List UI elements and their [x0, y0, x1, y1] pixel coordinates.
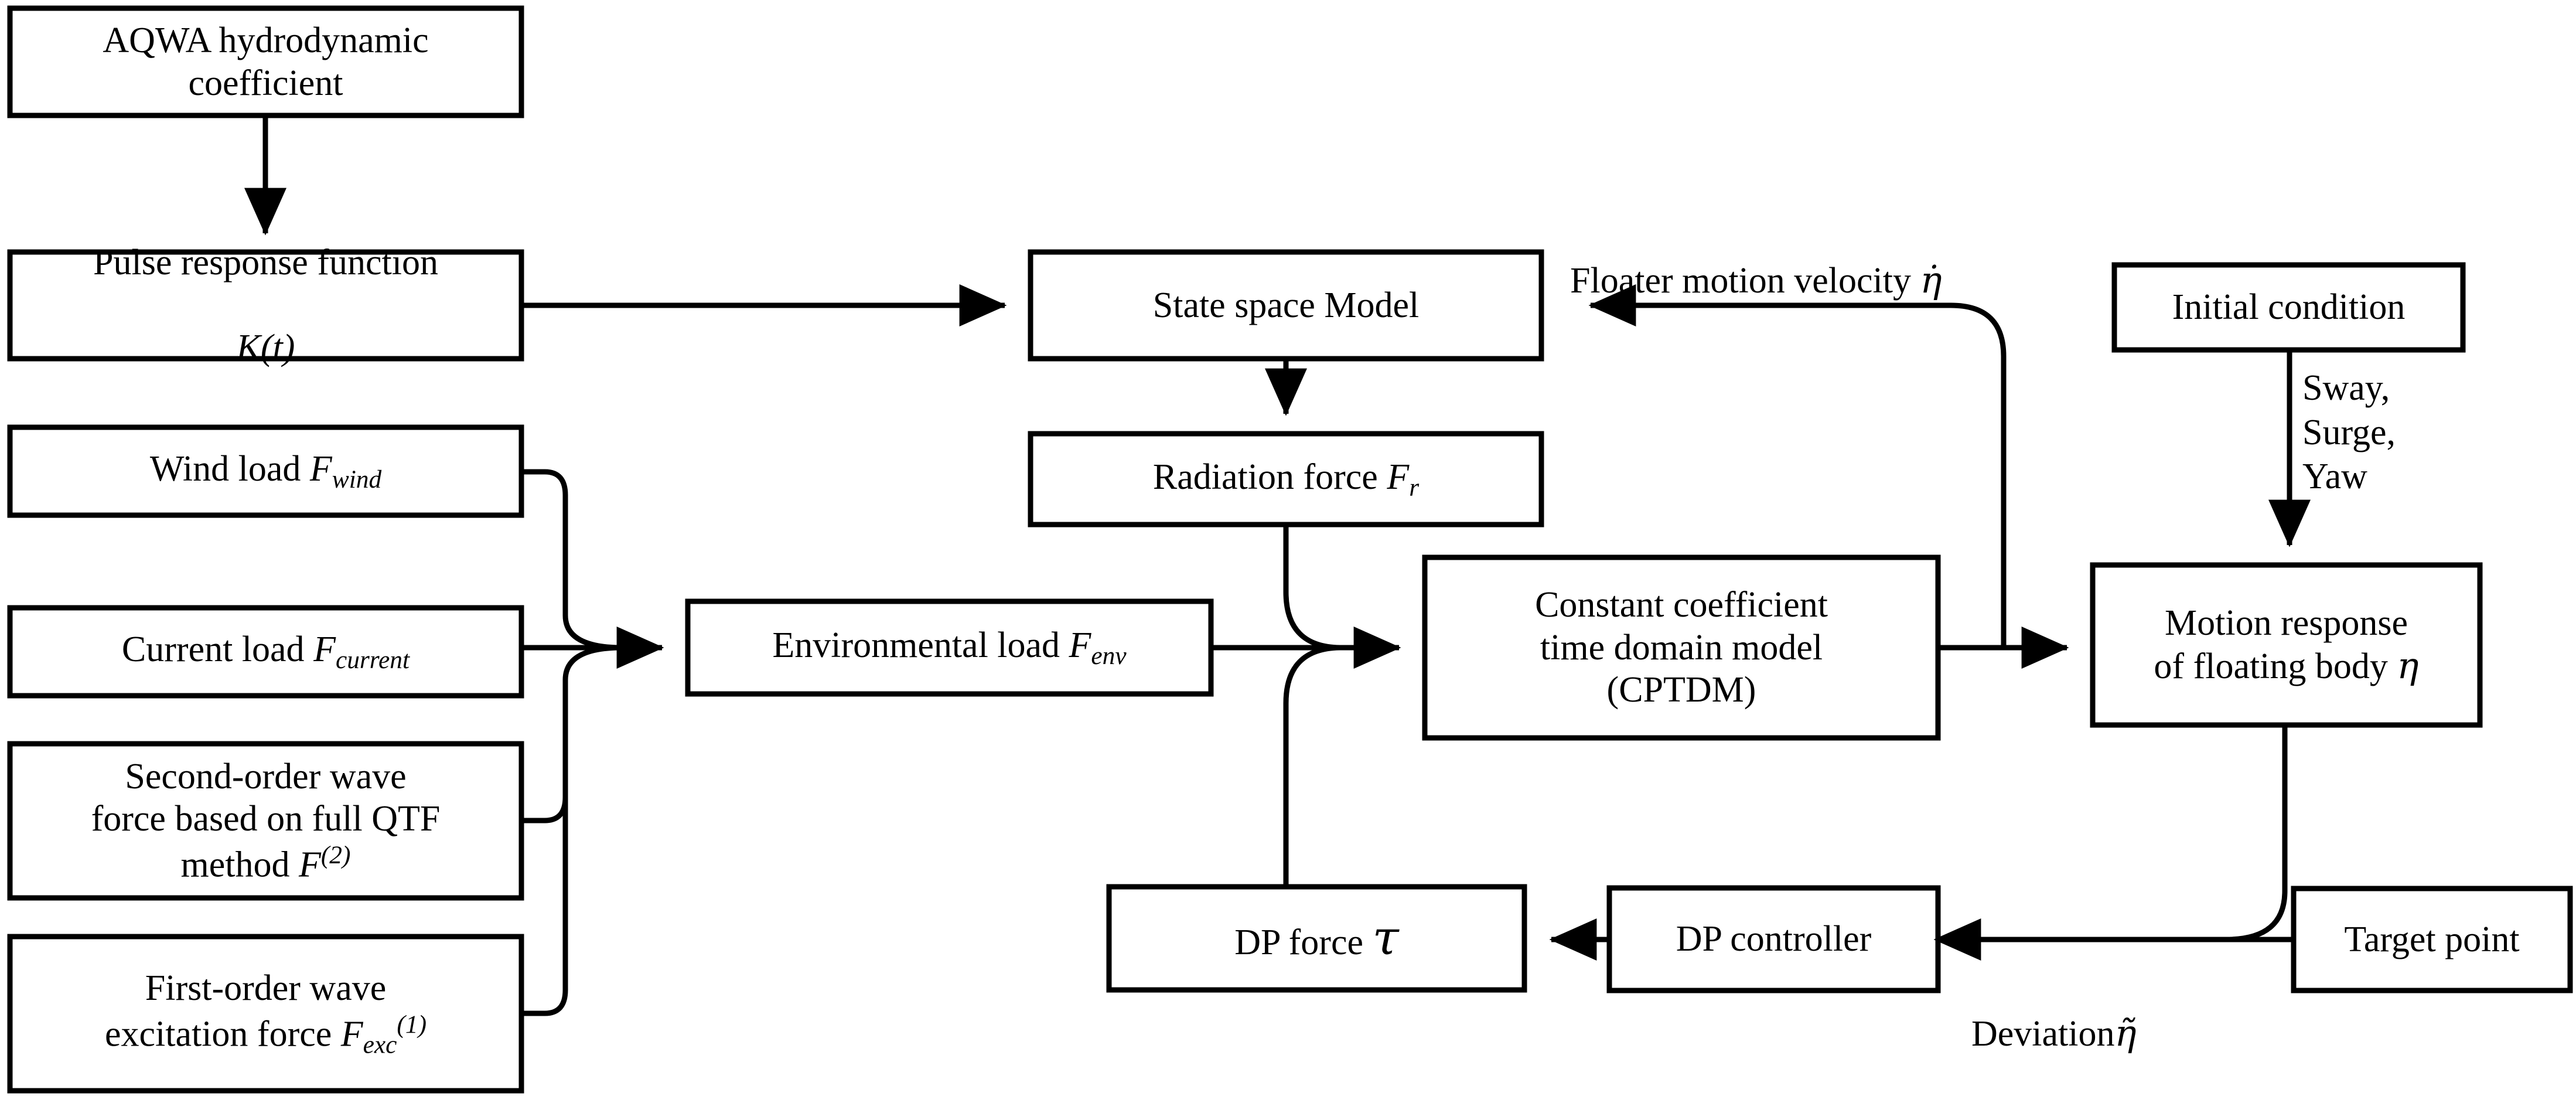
- edge-second-order-to-bus: [521, 680, 568, 823]
- node-current-box: [7, 605, 524, 699]
- node-aqwa-box: [7, 5, 524, 118]
- node-env-load-box: [685, 598, 1214, 697]
- node-cptdm-box: [1422, 554, 1941, 741]
- edge-wind-to-bus: [521, 469, 568, 615]
- node-dp-force-box: [1106, 884, 1527, 993]
- edge-velocity-feedback-to-state-space: [1588, 284, 2007, 648]
- edge-bus-taper-bottom: [562, 645, 623, 680]
- node-pulse-box: [7, 249, 524, 362]
- node-dp-controller-box: [1606, 885, 1941, 993]
- edge-first-order-to-bus: [521, 680, 568, 1016]
- node-initial-condition-box: [2111, 262, 2466, 353]
- node-second-order-box: [7, 741, 524, 901]
- node-target-point-box: [2291, 886, 2573, 993]
- node-motion-response-box: [2090, 562, 2483, 728]
- edge-bus-taper-top: [562, 615, 623, 651]
- edge-motion-response-to-deviation: [2226, 725, 2288, 942]
- node-state-space-box: [1028, 249, 1544, 362]
- edge-dp-force-to-merge: [1283, 645, 1342, 887]
- node-wind-box: [7, 424, 524, 518]
- node-radiation-box: [1028, 431, 1544, 527]
- edge-radiation-to-merge: [1283, 525, 1342, 651]
- node-first-order-box: [7, 934, 524, 1094]
